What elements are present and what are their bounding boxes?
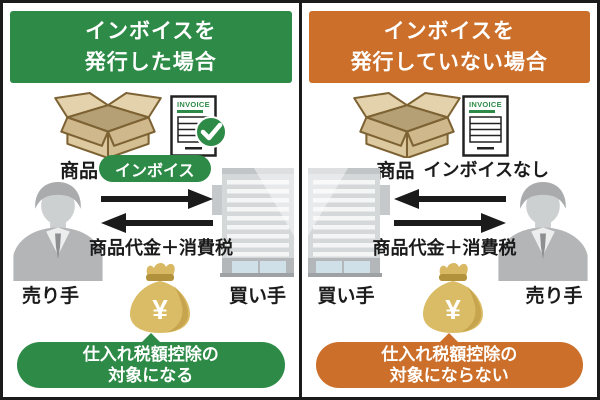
result-line-1: 仕入れ税額控除の [381,345,518,364]
invoice-document-icon: INVOICE [170,95,227,157]
invoice-document-icon: INVOICE [461,95,509,157]
panel-divider [298,3,302,397]
goods-box-icon [54,92,162,158]
check-circle-icon [195,116,227,148]
payment-arrow [393,213,506,233]
panel-header: インボイスを 発行した場合 [10,11,292,83]
seller-label: 売り手 [525,286,583,307]
goods-box-icon [352,92,461,158]
goods-label: 商品 [60,161,99,182]
result-line-2: 対象になる [108,366,194,385]
buyer-building-icon [307,168,390,277]
invoice-badge: インボイス [99,155,211,182]
seller-label: 売り手 [22,286,80,307]
result-line-1: 仕入れ税額控除の [82,345,219,364]
buyer-label: 買い手 [317,286,375,307]
yen-symbol: ¥ [445,294,461,325]
buyer-building-icon [212,168,294,277]
panel-invoice-issued: インボイスを 発行した場合 INVOICE [3,3,299,397]
money-bag-icon: ¥ [130,262,190,333]
header-line-2: 発行した場合 [84,51,217,74]
goods-arrow [101,189,213,209]
goods-arrow [393,189,506,209]
seller-person-icon [13,181,103,281]
invoice-note: インボイスなし [423,160,549,180]
seller-person-icon [497,181,588,281]
payment-arrow [101,213,213,233]
yen-symbol: ¥ [152,294,168,325]
goods-label: 商品 [376,161,415,182]
invoice-doc-title: INVOICE [177,100,210,109]
payment-label: 商品代金＋消費税 [372,238,517,258]
buyer-label: 買い手 [229,286,287,307]
invoice-doc-title: INVOICE [469,100,502,109]
header-line-1: インボイスを [383,20,515,43]
money-bag-icon: ¥ [422,262,483,333]
header-line-2: 発行していない場合 [350,51,548,74]
result-line-2: 対象にならない [389,366,509,385]
result-banner: 仕入れ税額控除の 対象になる [17,333,285,388]
panel-invoice-not-issued: インボイスを 発行していない場合 INVOICE [301,3,597,397]
result-banner: 仕入れ税額控除の 対象にならない [315,333,583,388]
header-line-1: インボイスを [85,20,217,43]
panel-header: インボイスを 発行していない場合 [308,11,590,83]
payment-label: 商品代金＋消費税 [89,238,233,258]
